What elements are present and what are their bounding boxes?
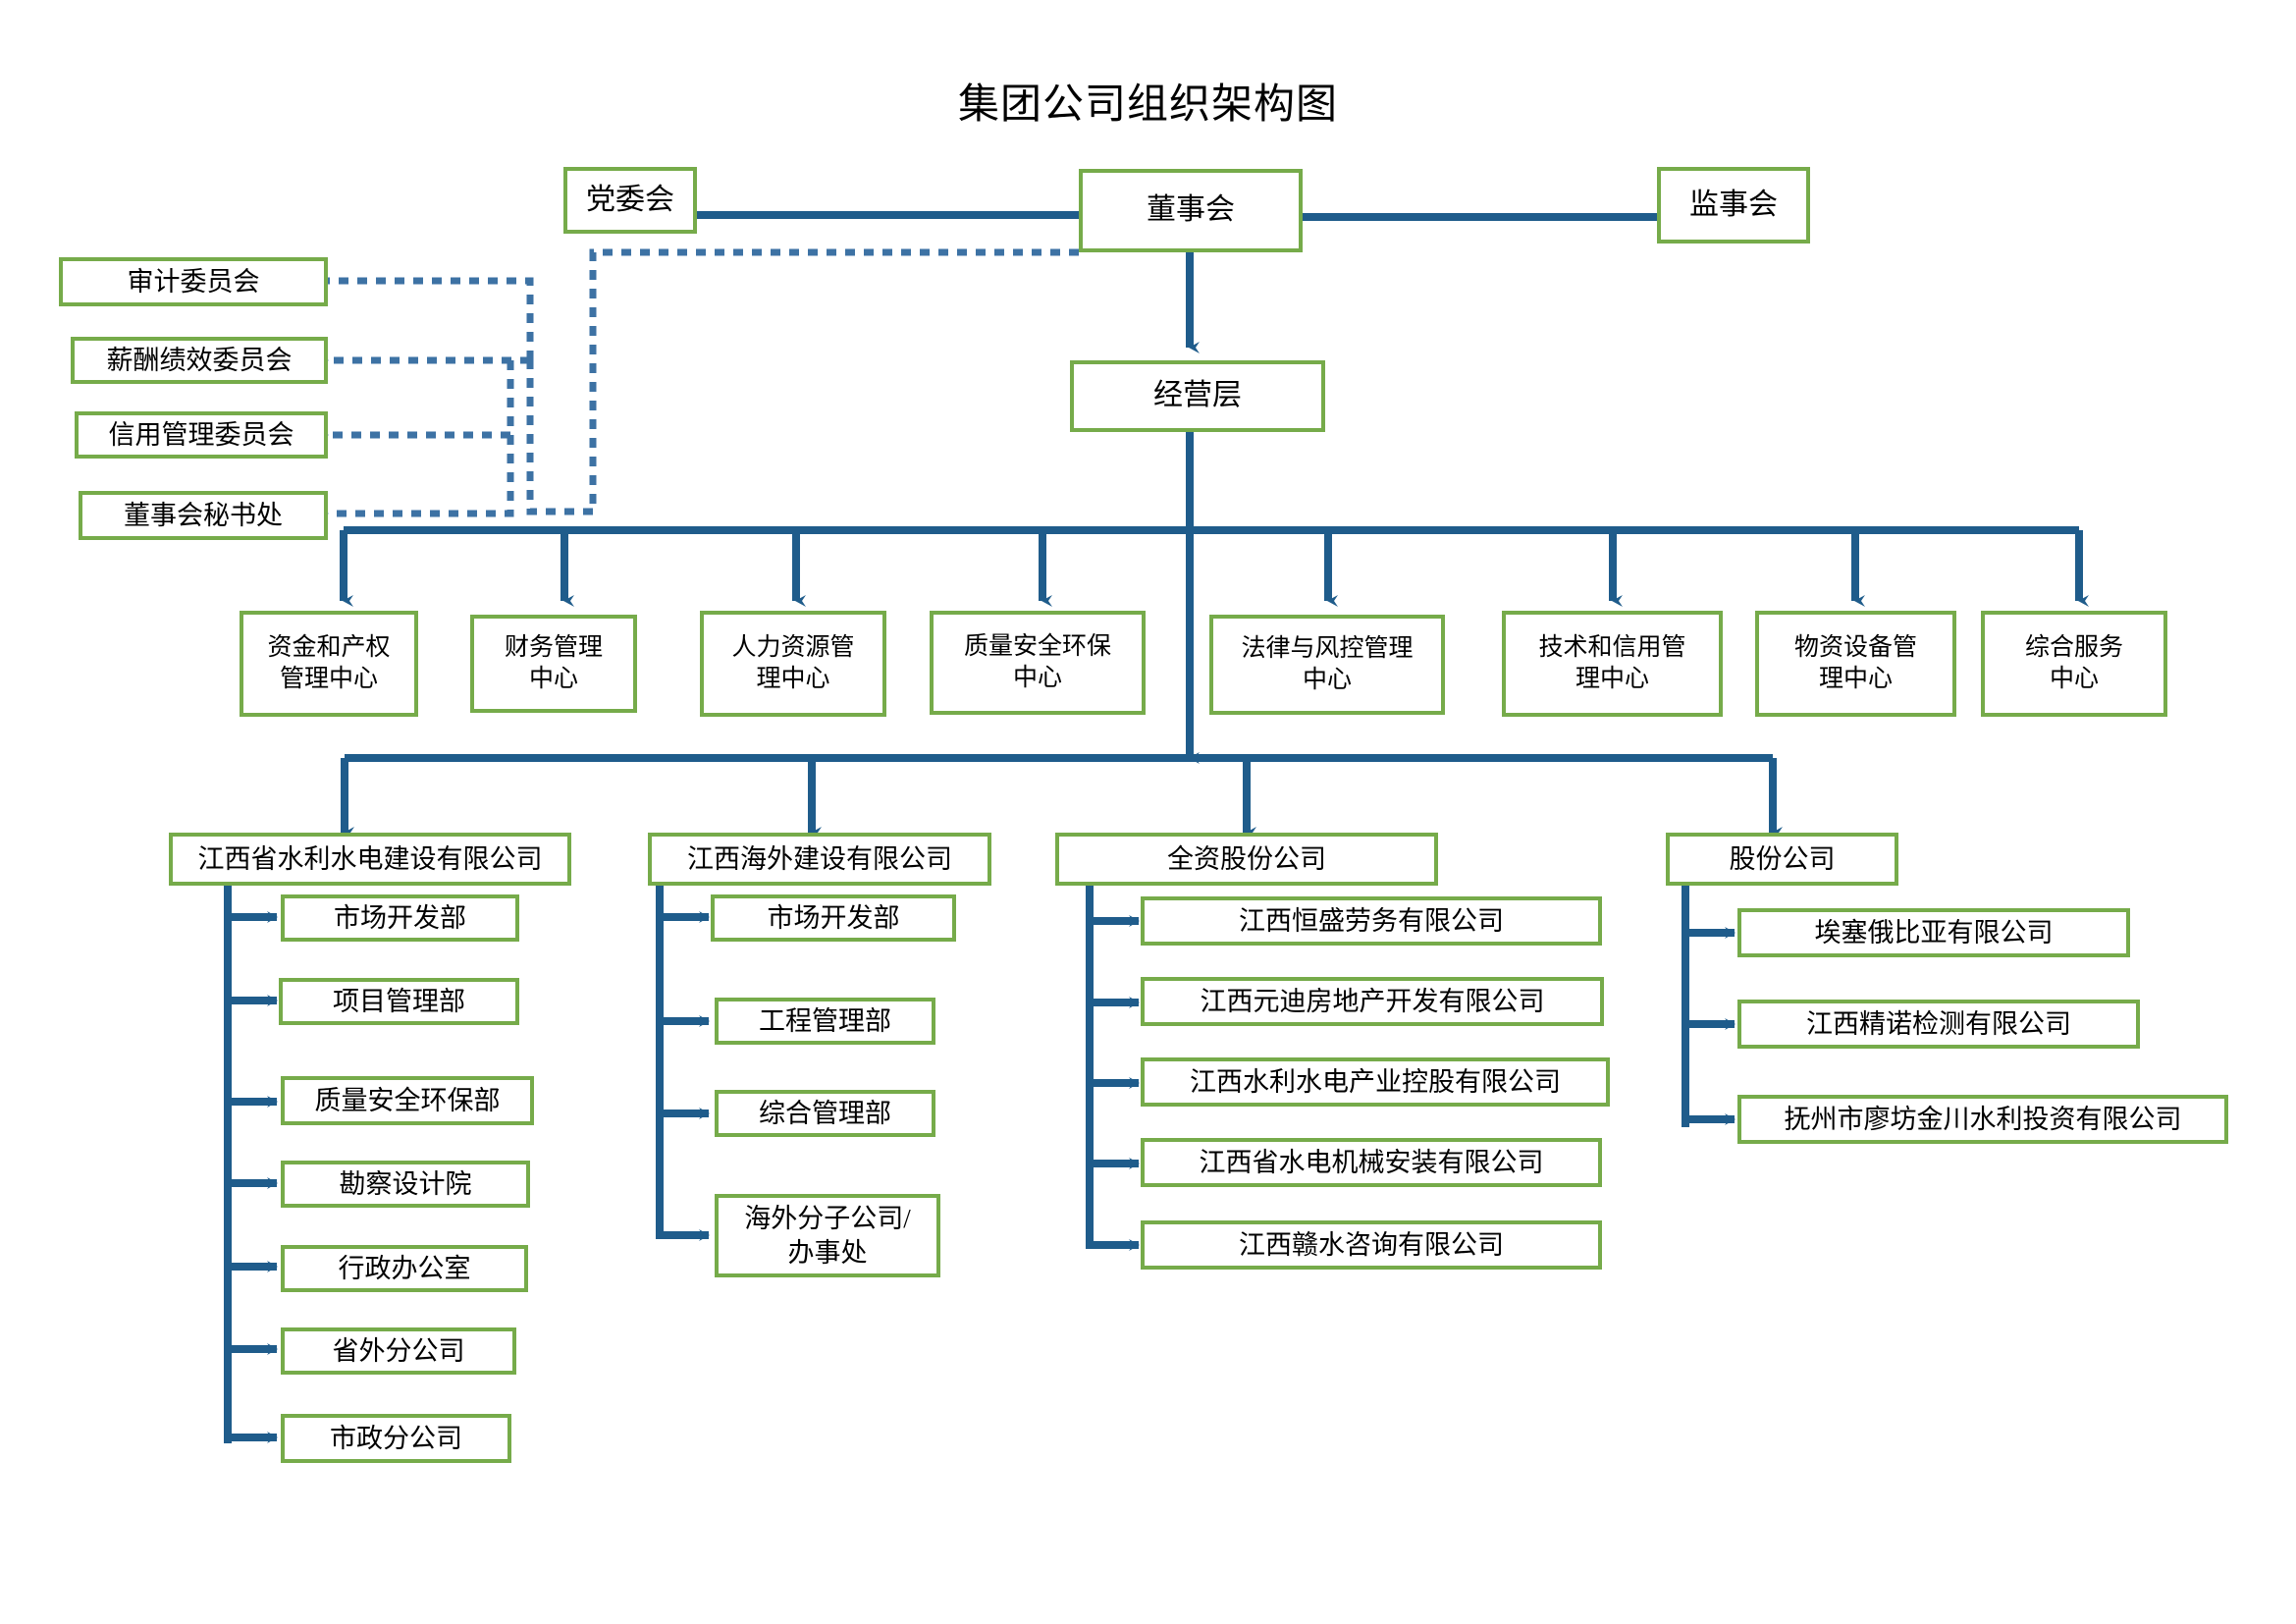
node-subsidiary-joint-stock[interactable]: 股份公司 [1666,833,1898,886]
node-label: 党委会 [586,183,674,216]
node-label: 市场开发部 [334,902,466,933]
node-credit-management-committee[interactable]: 信用管理委员会 [75,411,328,459]
node-company-ethiopia[interactable]: 埃塞俄比亚有限公司 [1737,908,2130,957]
node-compensation-performance-committee[interactable]: 薪酬绩效委员会 [71,337,328,384]
wire-board-dotted-spur [526,360,593,515]
node-subsidiary-jiangxi-water-conservancy-hydropower[interactable]: 江西省水利水电建设有限公司 [169,833,571,886]
node-label: 物资设备管 理中心 [1793,634,1917,692]
node-management-layer[interactable]: 经营层 [1070,360,1325,432]
wire-dotted-to-audit-committee [316,274,534,360]
node-label: 项目管理部 [333,986,465,1016]
node-center-funds-property-rights[interactable]: 资金和产权 管理中心 [240,611,418,717]
node-label: 抚州市廖坊金川水利投资有限公司 [1784,1104,2182,1134]
node-label: 综合服务 中心 [2024,634,2123,692]
node-label: 江西水利水电产业控股有限公司 [1190,1066,1561,1097]
node-center-materials-equipment[interactable]: 物资设备管 理中心 [1755,611,1956,717]
node-label: 江西赣水咨询有限公司 [1239,1229,1504,1260]
node-company-jiangxi-hengsheng-labor[interactable]: 江西恒盛劳务有限公司 [1141,896,1602,946]
node-label: 法律与风控管理 中心 [1241,635,1414,693]
node-center-legal-risk-control[interactable]: 法律与风控管理 中心 [1209,615,1445,715]
node-label: 海外分子公司/ 办事处 [744,1203,911,1268]
node-label: 综合管理部 [759,1098,891,1128]
node-label: 市政分公司 [330,1423,462,1453]
wire-board-dotted-trunk [589,248,1079,512]
node-dept-market-development-c1[interactable]: 市场开发部 [281,894,519,942]
node-center-finance-management[interactable]: 财务管理 中心 [470,615,637,713]
node-label: 财务管理 中心 [504,634,603,692]
node-label: 董事会秘书处 [124,500,283,530]
node-label: 审计委员会 [127,266,260,297]
node-label: 股份公司 [1729,843,1836,874]
node-label: 行政办公室 [338,1253,471,1283]
node-label: 资金和产权 管理中心 [267,634,391,692]
node-label: 信用管理委员会 [108,419,294,450]
page-title: 集团公司组织架构图 [957,82,1338,128]
node-label: 省外分公司 [332,1335,465,1366]
node-center-human-resources[interactable]: 人力资源管 理中心 [700,611,886,717]
node-dept-administrative-office-c1[interactable]: 行政办公室 [281,1245,528,1292]
node-label: 质量安全环保部 [314,1085,501,1115]
node-label: 全资股份公司 [1167,843,1326,874]
node-label: 董事会 [1147,193,1235,227]
node-dept-municipal-branch-c1[interactable]: 市政分公司 [281,1414,511,1463]
node-label: 经营层 [1153,379,1242,412]
node-dept-overseas-branch-office-c2[interactable]: 海外分子公司/ 办事处 [715,1194,940,1277]
node-center-general-services[interactable]: 综合服务 中心 [1981,611,2167,717]
node-company-jiangxi-water-hydropower-industry-holding[interactable]: 江西水利水电产业控股有限公司 [1141,1057,1610,1107]
node-board-of-directors[interactable]: 董事会 [1079,169,1303,252]
node-label: 江西海外建设有限公司 [687,843,952,874]
node-label: 江西元迪房地产开发有限公司 [1200,986,1545,1016]
node-dept-survey-design-institute-c1[interactable]: 勘察设计院 [281,1161,530,1208]
node-label: 质量安全环保 中心 [963,633,1111,691]
node-party-committee[interactable]: 党委会 [563,167,697,234]
node-company-jiangxi-ganshui-consulting[interactable]: 江西赣水咨询有限公司 [1141,1220,1602,1270]
wire-dotted-to-credit-committee [316,360,514,442]
node-company-fuzhou-liaofang-jinchuan-water-investment[interactable]: 抚州市廖坊金川水利投资有限公司 [1737,1095,2228,1144]
node-label: 人力资源管 理中心 [731,634,855,692]
node-label: 市场开发部 [767,902,900,933]
node-center-technology-credit[interactable]: 技术和信用管 理中心 [1502,611,1723,717]
node-label: 监事会 [1689,188,1778,221]
node-label: 江西省水电机械安装有限公司 [1199,1147,1544,1177]
node-dept-quality-safety-environment-c1[interactable]: 质量安全环保部 [281,1076,534,1125]
node-audit-committee[interactable]: 审计委员会 [59,257,328,306]
node-dept-general-management-c2[interactable]: 综合管理部 [715,1090,935,1137]
node-subsidiary-wholly-owned-joint-stock[interactable]: 全资股份公司 [1055,833,1438,886]
node-company-jiangxi-yuandi-real-estate[interactable]: 江西元迪房地产开发有限公司 [1141,977,1604,1026]
node-dept-project-management-c1[interactable]: 项目管理部 [279,978,519,1025]
node-label: 技术和信用管 理中心 [1538,634,1686,692]
node-dept-engineering-management-c2[interactable]: 工程管理部 [715,998,935,1045]
node-dept-market-development-c2[interactable]: 市场开发部 [711,894,956,942]
node-label: 勘察设计院 [339,1168,472,1199]
node-company-jiangxi-jingnuo-testing[interactable]: 江西精诺检测有限公司 [1737,1000,2140,1049]
node-label: 薪酬绩效委员会 [106,345,293,375]
node-center-quality-safety-environment[interactable]: 质量安全环保 中心 [930,611,1146,715]
node-board-secretariat[interactable]: 董事会秘书处 [79,491,328,540]
node-label: 江西恒盛劳务有限公司 [1239,905,1504,936]
node-label: 埃塞俄比亚有限公司 [1814,917,2054,947]
node-label: 江西省水利水电建设有限公司 [197,843,543,874]
node-dept-out-of-province-branch-c1[interactable]: 省外分公司 [281,1327,516,1375]
node-label: 工程管理部 [759,1005,891,1036]
node-company-jiangxi-hydropower-machinery-installation[interactable]: 江西省水电机械安装有限公司 [1141,1138,1602,1187]
node-subsidiary-jiangxi-overseas-construction[interactable]: 江西海外建设有限公司 [648,833,991,886]
node-label: 江西精诺检测有限公司 [1806,1008,2071,1039]
wire-dotted-to-board-secretariat [316,435,514,520]
node-supervisory-board[interactable]: 监事会 [1657,167,1810,244]
